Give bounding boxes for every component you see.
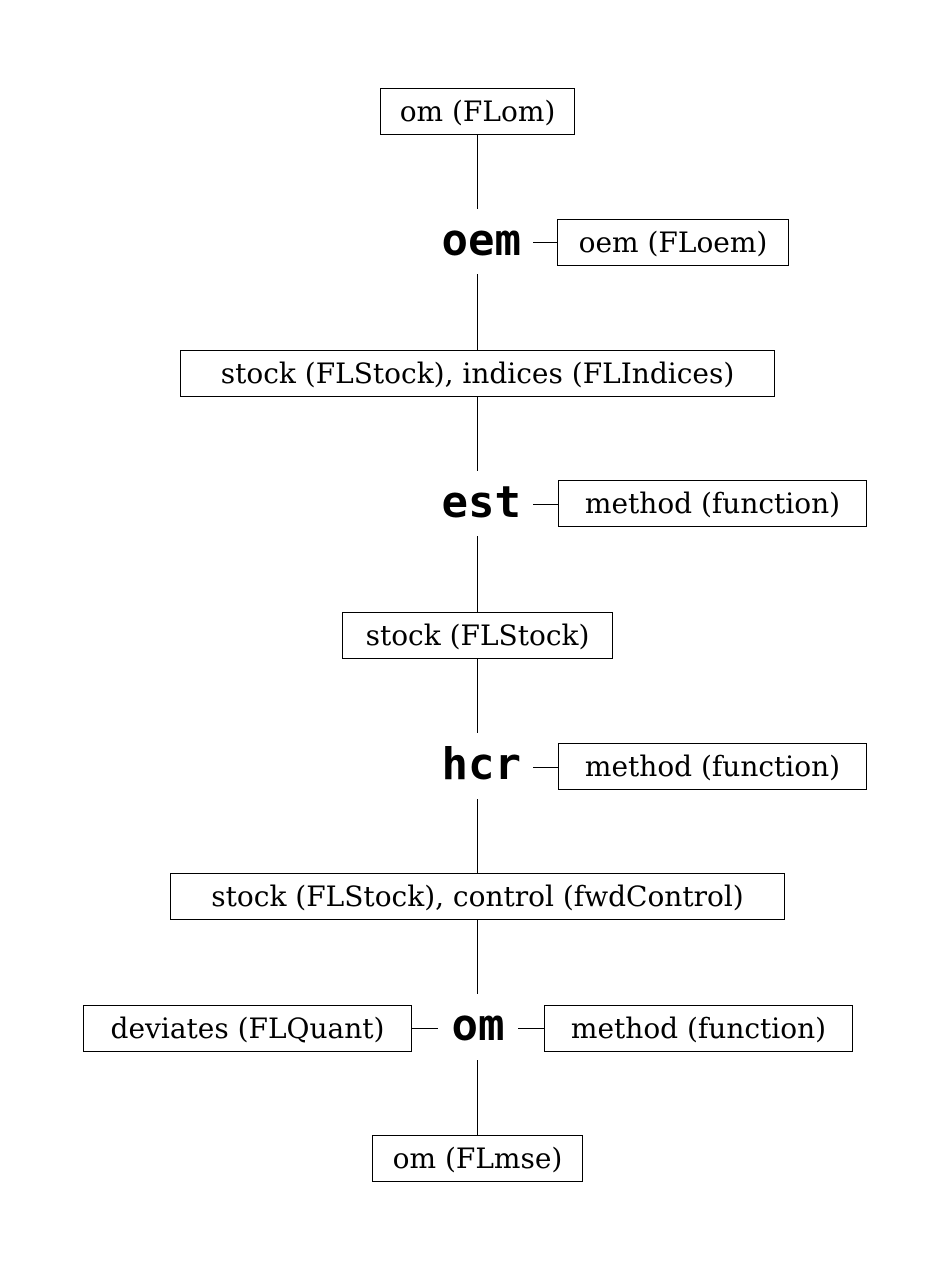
node-om-flom: om (FLom) (380, 88, 575, 135)
node-deviates: deviates (FLQuant) (83, 1005, 412, 1052)
edge-hcr-to-method (533, 767, 558, 769)
node-oem-floem: oem (FLoem) (557, 219, 789, 266)
node-om-function: om (451, 1000, 505, 1051)
node-om-method: method (function) (544, 1005, 853, 1052)
edge-om-to-method (518, 1028, 544, 1030)
edge-om-to-flmse (477, 1060, 479, 1135)
edge-est-to-method (533, 504, 558, 506)
node-stock-flstock: stock (FLStock) (342, 612, 613, 659)
edge-stock-to-hcr (477, 659, 479, 733)
edge-stock-indices-to-est (477, 397, 479, 471)
node-hcr-method: method (function) (558, 743, 867, 790)
node-stock-indices: stock (FLStock), indices (FLIndices) (180, 350, 775, 397)
edge-om-flom-to-oem (477, 135, 479, 209)
node-hcr-function: hcr (441, 739, 521, 790)
edge-deviates-to-om (412, 1028, 438, 1030)
node-est-function: est (441, 477, 521, 528)
edge-oem-to-stock-indices (477, 274, 479, 350)
edge-oem-to-floem (533, 242, 558, 244)
node-oem-function: oem (441, 215, 521, 266)
edge-hcr-to-stock-control (477, 799, 479, 874)
node-stock-control: stock (FLStock), control (fwdControl) (170, 873, 785, 920)
node-est-method: method (function) (558, 480, 867, 527)
edge-stock-control-to-om (477, 920, 479, 994)
edge-est-to-stock (477, 536, 479, 612)
node-om-flmse: om (FLmse) (372, 1135, 583, 1182)
